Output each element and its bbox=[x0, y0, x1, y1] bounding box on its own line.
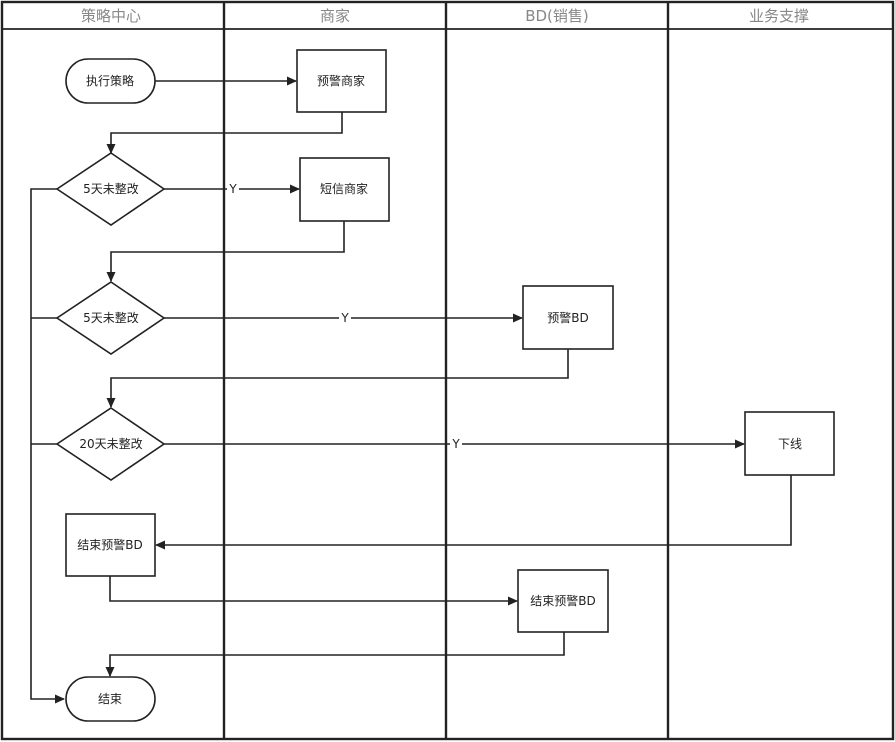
lane-header-strategy-center: 策略中心 bbox=[81, 7, 141, 25]
edge-warn-bd-to-decision3 bbox=[106, 349, 569, 408]
node-start: 执行策略 bbox=[65, 58, 156, 104]
decision-shape bbox=[55, 281, 166, 355]
node-decision-1: 5天未整改 bbox=[55, 152, 166, 226]
terminator-shape bbox=[65, 676, 156, 722]
edge-label-yes-1: Y bbox=[228, 182, 237, 196]
process-shape bbox=[522, 285, 614, 350]
node-offline-label: 下线 bbox=[778, 437, 802, 451]
process-shape bbox=[299, 157, 390, 222]
process-shape bbox=[517, 569, 609, 633]
edge-label-bg bbox=[227, 182, 239, 196]
node-decision-1-label: 5天未整改 bbox=[83, 181, 139, 196]
node-warn-merchant: 预警商家 bbox=[296, 49, 387, 113]
node-end-warn-bd-2: 结束预警BD bbox=[517, 569, 609, 633]
edge-end-warn-bd-to-end-warn-bd-2 bbox=[109, 576, 518, 606]
connectors bbox=[30, 76, 792, 704]
terminator-shape bbox=[65, 58, 156, 104]
process-shape bbox=[296, 49, 387, 113]
edge-sms-to-decision2 bbox=[106, 221, 345, 282]
node-end-warn-bd-1-label: 结束预警BD bbox=[77, 537, 142, 552]
node-decision-2-label: 5天未整改 bbox=[83, 310, 139, 325]
decision-shape bbox=[55, 407, 166, 481]
edge-label-yes-3: Y bbox=[451, 437, 460, 451]
edge-end-warn-bd-2-to-end bbox=[105, 632, 565, 677]
node-sms-merchant-label: 短信商家 bbox=[320, 181, 368, 196]
node-decision-3-label: 20天未整改 bbox=[79, 436, 142, 451]
node-end-warn-bd-2-label: 结束预警BD bbox=[530, 593, 595, 608]
edge-label-yes-2: Y bbox=[340, 311, 349, 325]
node-decision-3: 20天未整改 bbox=[55, 407, 166, 481]
node-warn-bd-label: 预警BD bbox=[547, 310, 588, 325]
lane-header-merchant: 商家 bbox=[320, 7, 350, 25]
process-shape bbox=[744, 411, 835, 476]
node-start-label: 执行策略 bbox=[86, 73, 134, 88]
node-end-warn-bd-1: 结束预警BD bbox=[65, 513, 156, 577]
edge-warn-merchant-to-decision1 bbox=[106, 112, 343, 154]
node-end-label: 结束 bbox=[98, 692, 122, 706]
lane-header-business-support: 业务支撑 bbox=[749, 7, 809, 25]
node-offline: 下线 bbox=[744, 411, 835, 476]
process-shape bbox=[65, 513, 156, 577]
lane-header-bd-sales: BD(销售) bbox=[525, 7, 589, 25]
node-end: 结束 bbox=[65, 676, 156, 722]
node-sms-merchant: 短信商家 bbox=[299, 157, 390, 222]
edge-offline-to-end-warn-bd bbox=[155, 475, 792, 550]
node-warn-merchant-label: 预警商家 bbox=[317, 73, 365, 88]
edge-label-bg bbox=[450, 437, 462, 451]
node-warn-bd: 预警BD bbox=[522, 285, 614, 350]
node-decision-2: 5天未整改 bbox=[55, 281, 166, 355]
decision-shape bbox=[55, 152, 166, 226]
edge-label-bg bbox=[339, 311, 351, 325]
